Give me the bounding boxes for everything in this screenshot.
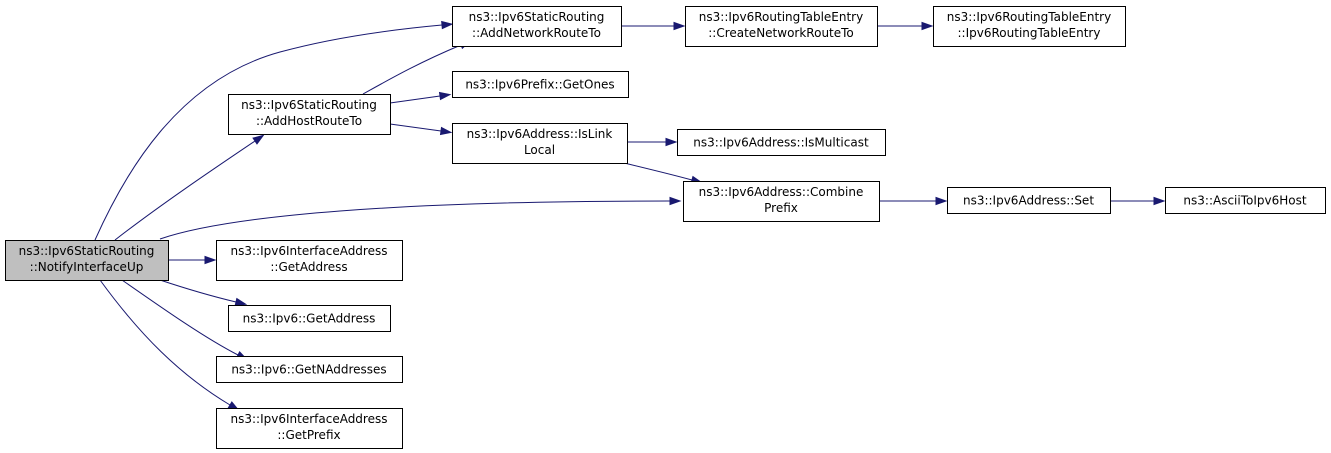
edge-line	[159, 279, 237, 303]
edge-notify-interface-up-to-combine-prefix	[159, 196, 682, 240]
node-label-line: ns3::Ipv6RoutingTableEntry	[699, 10, 863, 24]
node-box	[228, 94, 391, 135]
edge-is-link-local-to-is-multicast	[627, 137, 678, 147]
arrowhead-icon	[441, 20, 454, 30]
node-label-line: ns3::Ipv6Address::IsMulticast	[693, 136, 869, 150]
node-label-line: ::NotifyInterfaceUp	[30, 260, 144, 274]
edge-line	[362, 44, 462, 95]
arrowhead-icon	[1153, 196, 1166, 206]
edge-line	[389, 123, 442, 132]
arrowhead-icon	[252, 134, 265, 145]
nodes-layer: ns3::Ipv6StaticRouting::NotifyInterfaceU…	[5, 6, 1326, 449]
node-box	[947, 187, 1111, 214]
edge-line	[94, 24, 443, 241]
edge-create-network-route-to-to-routing-table-entry-ctor	[877, 21, 934, 31]
arrowhead-icon	[669, 196, 682, 206]
node-label-line: ns3::Ipv6Address::Combine	[699, 185, 864, 199]
edge-line	[114, 140, 256, 241]
node-box	[683, 181, 880, 222]
edge-line	[99, 279, 231, 406]
node-box	[1165, 187, 1326, 214]
edge-line	[389, 95, 441, 104]
node-box	[677, 129, 886, 156]
arrowhead-icon	[921, 21, 934, 31]
node-prefix-get-ones[interactable]: ns3::Ipv6Prefix::GetOnes	[452, 71, 629, 98]
edge-add-host-route-to-to-is-link-local	[389, 123, 453, 136]
node-label-line: ::AddNetworkRouteTo	[472, 26, 601, 40]
node-ascii-to-ipv6-host[interactable]: ns3::AsciiToIpv6Host	[1165, 187, 1326, 214]
edge-line	[121, 279, 239, 356]
node-label-line: ns3::Ipv6StaticRouting	[241, 98, 377, 112]
edge-notify-interface-up-to-iface-get-prefix	[99, 279, 240, 411]
node-iface-get-prefix[interactable]: ns3::Ipv6InterfaceAddress::GetPrefix	[216, 408, 403, 449]
node-routing-table-entry-ctor[interactable]: ns3::Ipv6RoutingTableEntry::Ipv6RoutingT…	[933, 6, 1126, 47]
arrowhead-icon	[234, 297, 248, 306]
node-box	[228, 305, 391, 332]
edge-add-host-route-to-to-prefix-get-ones	[389, 91, 452, 104]
node-label-line: ns3::Ipv6InterfaceAddress	[231, 412, 388, 426]
node-box	[5, 240, 169, 281]
node-label-line: ns3::Ipv6RoutingTableEntry	[947, 10, 1111, 24]
node-label-line: ns3::Ipv6Address::Set	[963, 194, 1094, 208]
node-ipv6-get-address[interactable]: ns3::Ipv6::GetAddress	[228, 305, 391, 332]
node-box	[216, 240, 403, 281]
edge-line	[619, 161, 693, 181]
edges-layer	[94, 20, 1166, 411]
node-label-line: ns3::Ipv6InterfaceAddress	[231, 244, 388, 258]
node-box	[933, 6, 1126, 47]
arrowhead-icon	[439, 126, 453, 136]
node-label-line: ::AddHostRouteTo	[256, 114, 362, 128]
edge-combine-prefix-to-address-set	[879, 196, 948, 206]
node-label-line: ns3::Ipv6Prefix::GetOnes	[465, 78, 614, 92]
edge-notify-interface-up-to-add-host-route-to	[114, 134, 265, 241]
edge-notify-interface-up-to-iface-get-address	[168, 255, 217, 265]
arrowhead-icon	[204, 255, 217, 265]
node-label-line: ns3::AsciiToIpv6Host	[1183, 194, 1306, 208]
node-label-line: Prefix	[764, 201, 798, 215]
edge-add-network-route-to-to-create-network-route-to	[621, 21, 686, 31]
node-label-line: ns3::Ipv6::GetAddress	[243, 312, 376, 326]
node-label-line: ns3::Ipv6Address::IsLink	[467, 127, 613, 141]
arrowhead-icon	[438, 91, 452, 101]
node-label-line: ::Ipv6RoutingTableEntry	[958, 26, 1101, 40]
node-label-line: ns3::Ipv6StaticRouting	[19, 244, 155, 258]
arrowhead-icon	[673, 21, 686, 31]
edge-notify-interface-up-to-ipv6-get-address	[159, 279, 248, 306]
node-add-host-route-to[interactable]: ns3::Ipv6StaticRouting::AddHostRouteTo	[228, 94, 391, 135]
node-label-line: ::CreateNetworkRouteTo	[708, 26, 854, 40]
node-is-multicast[interactable]: ns3::Ipv6Address::IsMulticast	[677, 129, 886, 156]
node-box	[452, 123, 628, 164]
node-box	[216, 408, 403, 449]
node-address-set[interactable]: ns3::Ipv6Address::Set	[947, 187, 1111, 214]
node-label-line: ns3::Ipv6::GetNAddresses	[231, 363, 386, 377]
node-box	[452, 6, 622, 47]
node-ipv6-get-n-addresses[interactable]: ns3::Ipv6::GetNAddresses	[216, 356, 403, 383]
node-label-line: ns3::Ipv6StaticRouting	[469, 10, 605, 24]
edge-address-set-to-ascii-to-ipv6-host	[1110, 196, 1166, 206]
node-box	[216, 356, 403, 383]
node-box	[685, 6, 878, 47]
node-add-network-route-to[interactable]: ns3::Ipv6StaticRouting::AddNetworkRouteT…	[452, 6, 622, 47]
node-box	[452, 71, 629, 98]
arrowhead-icon	[665, 137, 678, 147]
node-iface-get-address[interactable]: ns3::Ipv6InterfaceAddress::GetAddress	[216, 240, 403, 281]
node-label-line: ::GetAddress	[270, 260, 347, 274]
edge-line	[159, 200, 671, 240]
arrowhead-icon	[935, 196, 948, 206]
node-notify-interface-up[interactable]: ns3::Ipv6StaticRouting::NotifyInterfaceU…	[5, 240, 169, 281]
node-create-network-route-to[interactable]: ns3::Ipv6RoutingTableEntry::CreateNetwor…	[685, 6, 878, 47]
edge-notify-interface-up-to-add-network-route-to	[94, 20, 454, 241]
edge-is-link-local-to-combine-prefix	[619, 161, 704, 184]
node-label-line: ::GetPrefix	[277, 428, 340, 442]
node-label-line: Local	[524, 143, 555, 157]
